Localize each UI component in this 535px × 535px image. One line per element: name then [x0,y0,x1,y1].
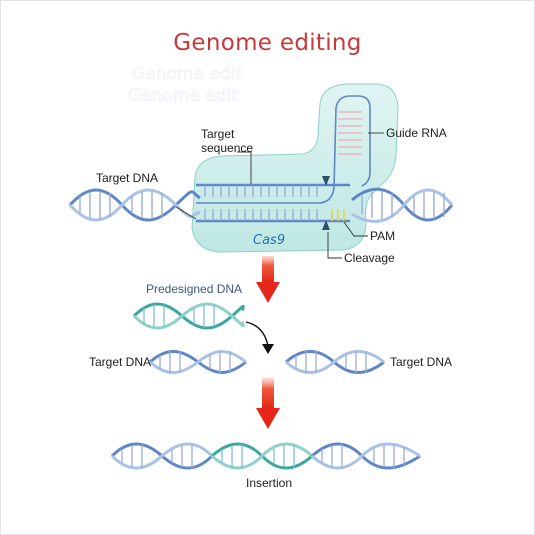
cleavage-mark-bottom [322,220,330,230]
cas9-protein [191,83,399,253]
guide-rna-bases [338,111,362,155]
target-dna-rungs [79,185,445,221]
predesigned-dna [132,302,246,330]
watermark-text: Genome edit [132,64,242,85]
target-dna-left-piece [149,350,247,374]
insertion-label: Insertion [246,476,293,490]
predesigned-dna-label: Predesigned DNA [146,282,243,296]
insert-arrow-head [262,344,274,354]
guide-rna [196,95,371,204]
target-dna-top-label: Target DNA [96,171,159,185]
cleavage-label: Cleavage [344,251,395,265]
target-sequence-label: Target sequence [201,127,254,155]
cas9-label: Cas9 [253,233,286,248]
red-arrow-down-1 [256,256,280,303]
inserted-segment-rungs [221,444,295,468]
watermark-text: Genome edit [128,86,238,107]
leader-lines [175,132,384,259]
cleavage-mark-top [322,176,330,186]
insert-arrow [245,321,269,347]
predesigned-dna-rungs [143,304,215,328]
guide-rna-label: Guide RNA [386,126,447,140]
target-dna-right-label: Target DNA [390,355,453,369]
diagram-title: Genome editing [173,30,362,56]
pam-site [331,209,345,221]
final-dna-with-insertion [110,442,421,470]
pam-label: PAM [370,229,396,243]
target-dna-left-rungs [159,351,231,373]
final-dna-rungs [121,444,405,468]
target-dna-right-piece [285,350,385,374]
red-arrow-down-2 [256,378,280,429]
target-dna-left-label: Target DNA [89,355,152,369]
target-dna-right-rungs [295,351,367,373]
